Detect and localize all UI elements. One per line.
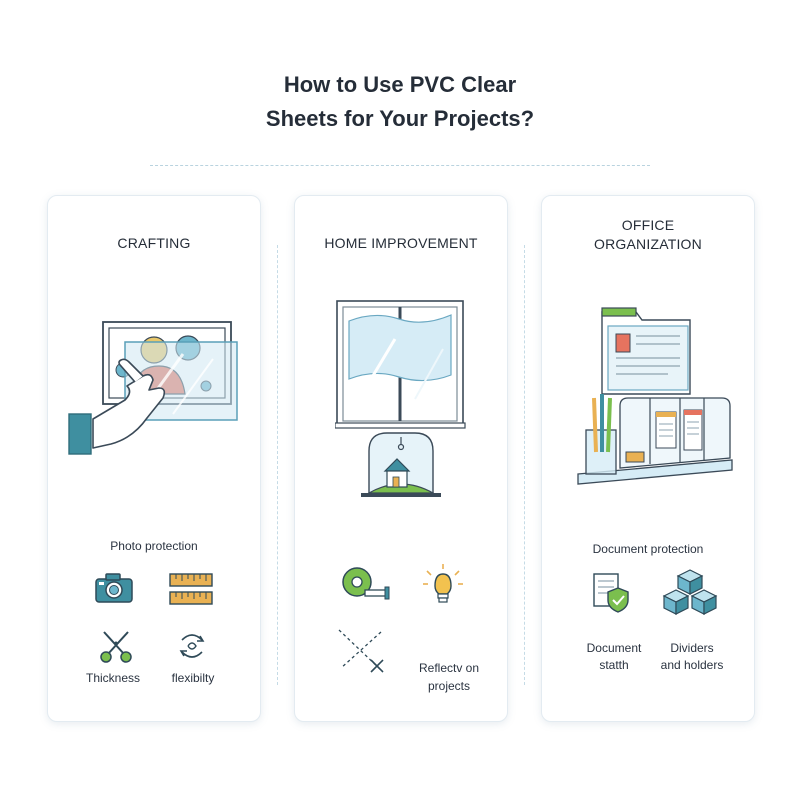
crafting-illustration [68,321,238,455]
card-title: CRAFTING [117,235,191,251]
document-label-line1: Document [586,641,642,655]
photo-protection-label: Photo protection [110,539,198,553]
document-protection-label: Document protection [592,542,704,556]
card-crafting: CRAFTING Photo protection [47,195,261,722]
card-home-improvement: HOME IMPROVEMENT [294,195,508,722]
flexibility-label: flexibilty [171,671,215,685]
title-line-2: Sheets for Your Projects? [265,106,535,131]
flex-arrows-icon [179,634,205,658]
ruler-icon [169,573,213,605]
thickness-label: Thickness [85,671,141,685]
document-shield-icon [593,573,629,613]
cubes-icon [662,569,718,615]
title-divider [150,165,650,166]
scissors-icon [100,631,132,663]
reflection-label-line1: Reflectv on [418,661,480,675]
card-title: HOME IMPROVEMENT [324,235,478,251]
office-illustration [577,307,733,485]
card-title-line1: OFFICE [621,217,675,233]
home-illustration [335,300,466,497]
cross-lines-icon [338,629,384,673]
reflection-label-line2: projects [427,679,471,693]
column-separator [524,245,525,685]
document-label-line2: statth [599,658,629,672]
card-office-organization: OFFICE ORGANIZATION Documen [541,195,755,722]
title-line-1: How to Use PVC Clear [283,72,517,97]
column-separator [277,245,278,685]
page-title: How to Use PVC Clear Sheets for Your Pro… [0,68,800,136]
card-title-line2: ORGANIZATION [594,236,702,252]
dividers-label-line1: Dividers [670,641,714,655]
dividers-label-line2: and holders [660,658,724,672]
light-bulb-icon [423,564,463,603]
tape-measure-icon [342,567,390,600]
camera-icon [95,573,133,603]
